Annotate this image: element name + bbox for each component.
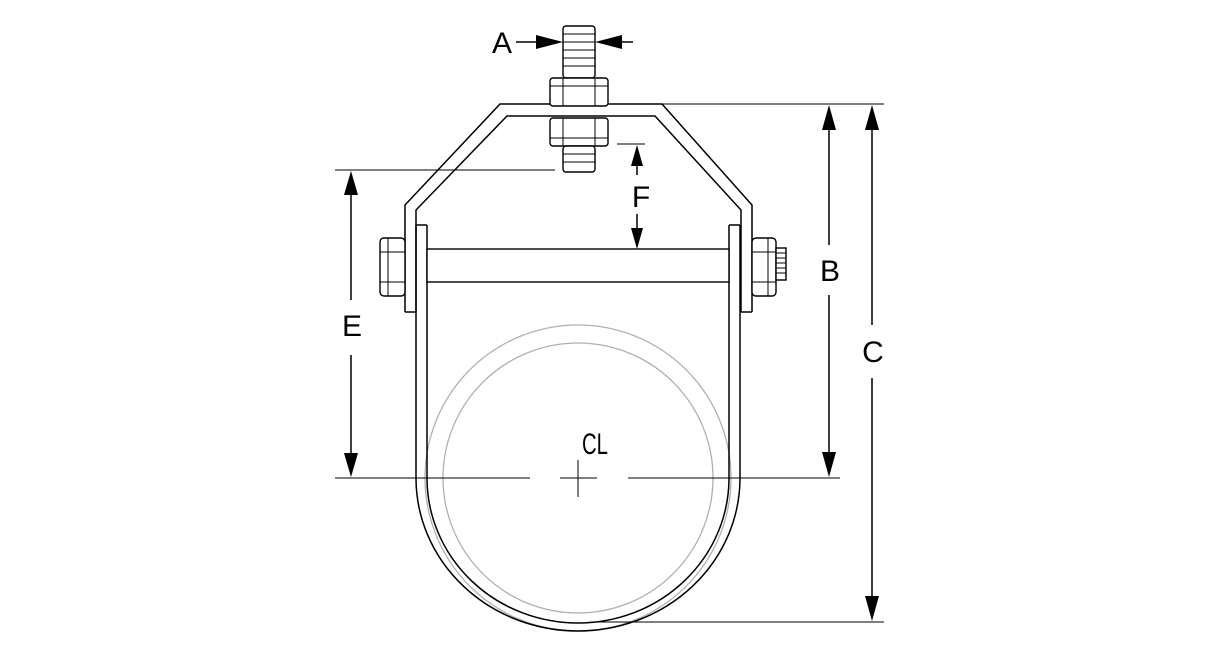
dim-f-top-arrow: [631, 145, 643, 166]
rod-bottom-nut: [549, 117, 609, 147]
dim-c-top-arrow: [865, 105, 879, 130]
dim-e-bottom-arrow: [344, 453, 358, 477]
dimension-e: E: [342, 171, 362, 477]
dimension-c: C: [862, 105, 884, 621]
cross-bolt: [379, 237, 787, 297]
dim-b-bottom-arrow: [822, 452, 836, 477]
hanger-rod: [549, 25, 609, 173]
dim-a-right-arrow: [595, 35, 622, 49]
label-e: E: [342, 310, 362, 343]
label-a: A: [492, 27, 512, 60]
bolt-thread-end: [775, 247, 787, 281]
rod-top-nut: [549, 77, 609, 107]
lower-u-strap: [415, 224, 741, 632]
dim-f-bottom-arrow: [631, 228, 643, 249]
dim-a-left-arrow: [536, 35, 563, 49]
right-bolt-nut: [751, 237, 777, 297]
dimension-a: A: [492, 27, 633, 60]
dim-c-bottom-arrow: [865, 596, 879, 621]
centerline-symbol: CL: [582, 428, 608, 461]
dimension-f: F: [617, 143, 650, 249]
dim-e-top-arrow: [344, 171, 358, 195]
u-strap-inner: [426, 225, 730, 624]
extension-lines: [335, 103, 884, 623]
dim-b-top-arrow: [822, 105, 836, 130]
yoke-inner: [415, 115, 742, 312]
rod-threads-bottom: [562, 145, 596, 173]
label-b: B: [820, 255, 840, 288]
label-f: F: [632, 181, 650, 214]
centerline-marker: CL: [560, 428, 608, 497]
u-strap-outer: [415, 225, 741, 632]
left-bolt-nut: [379, 237, 406, 297]
dimension-b: B: [820, 105, 840, 477]
label-c: C: [862, 336, 884, 369]
cross-bolt-shank: [426, 248, 730, 283]
